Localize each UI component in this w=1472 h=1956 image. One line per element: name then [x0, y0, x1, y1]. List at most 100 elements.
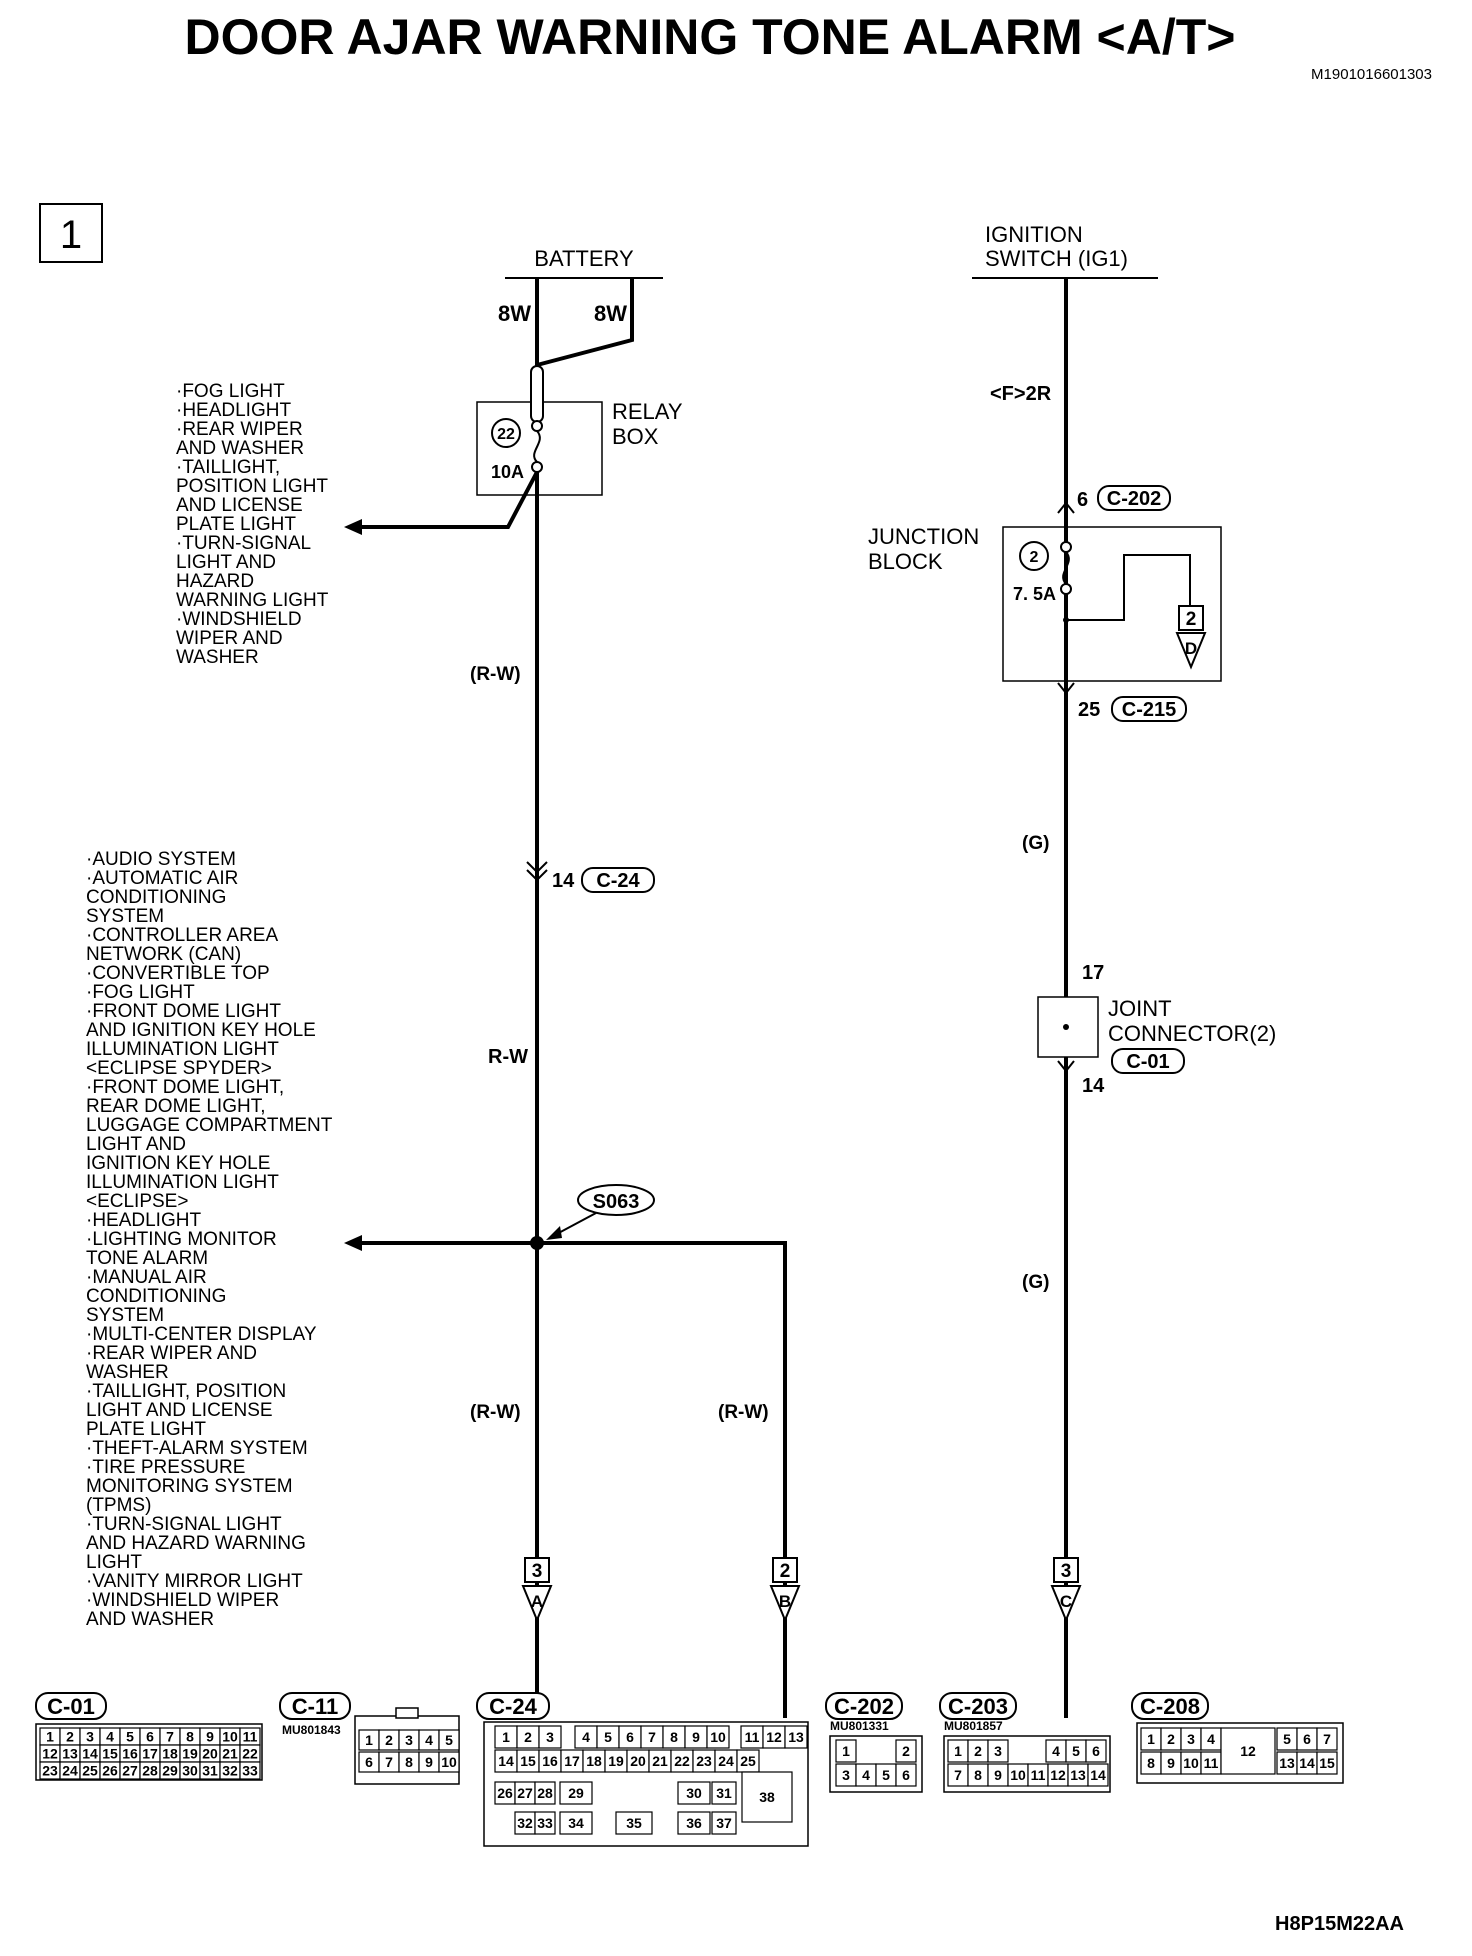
c208-pin-label: 13: [1279, 1755, 1295, 1771]
c24-pin-cell: [677, 1781, 711, 1805]
c24-pin-label: 5: [604, 1729, 612, 1745]
jb-out-pin: 25: [1078, 699, 1100, 721]
c01-pin-label: 14: [82, 1746, 98, 1762]
c11-pin-label: 7: [385, 1754, 393, 1770]
c01-pin-label: 5: [126, 1729, 134, 1745]
c11-pin-label: 2: [385, 1732, 393, 1748]
splice-branch-list: ·AUDIO SYSTEM ·AUTOMATIC AIR CONDITIONIN…: [86, 849, 337, 1630]
c24-pin-cell: [711, 1781, 737, 1805]
c208-pin-cell: [1316, 1751, 1338, 1775]
c208-name: C-208: [1140, 1694, 1200, 1719]
c24-pin-cell: [784, 1725, 808, 1749]
ignition-label-2: SWITCH (IG1): [985, 246, 1128, 271]
output-ref-c: 3 C: [1050, 1557, 1082, 1623]
c208-pin-label: 10: [1183, 1755, 1199, 1771]
jc-connector: C-01: [1126, 1051, 1169, 1073]
c202-pin-cell: [895, 1763, 917, 1787]
c24-junction: 14 C-24: [526, 861, 655, 893]
c208-pin-label: 12: [1240, 1743, 1256, 1759]
c202-pin-label: 1: [842, 1743, 850, 1759]
c208-pin-label: 1: [1147, 1731, 1155, 1747]
junction-block: JUNCTION BLOCK 2 7. 5A 2 D: [868, 524, 1222, 682]
splice-right-branch: [537, 1241, 787, 1718]
jc-label-2: CONNECTOR(2): [1108, 1021, 1276, 1046]
c203-pin-label: 7: [954, 1767, 962, 1783]
document-id: M1901016601303: [1311, 66, 1432, 83]
c01-pin-label: 28: [142, 1763, 158, 1779]
fuse-22-bottom-terminal: [531, 461, 543, 473]
jc-out-pin: 14: [1082, 1075, 1105, 1097]
c24-pin-cell: [677, 1811, 711, 1835]
c01-pin-label: 3: [86, 1729, 94, 1745]
c01-pin-label: 17: [142, 1746, 158, 1762]
output-a-page: 3: [532, 1561, 543, 1582]
c24-pin-label: 34: [568, 1815, 584, 1831]
c01-pin-label: 7: [166, 1729, 174, 1745]
c208-pin-label: 9: [1167, 1755, 1175, 1771]
c24-pin-label: 25: [740, 1753, 756, 1769]
g-color-lower: (G): [1022, 1272, 1049, 1293]
ignition-wire-code: <F>2R: [990, 383, 1052, 405]
jc-label-1: JOINT: [1108, 996, 1172, 1021]
c01-name: C-01: [47, 1694, 95, 1719]
c24-pin-label: 21: [652, 1753, 668, 1769]
relay-box: RELAY BOX 22 10A: [476, 365, 683, 496]
fuse-22-top-terminal: [531, 420, 543, 432]
battery-wire-left: 8W: [498, 301, 531, 326]
c24-pin-cell: [534, 1781, 556, 1805]
footer-code: H8P15M22AA: [1275, 1913, 1404, 1935]
c202-pin-label: 4: [862, 1767, 870, 1783]
fuse-2-number: 2: [1030, 549, 1039, 566]
battery-label: BATTERY: [534, 246, 634, 271]
c24-pin-label: 24: [718, 1753, 734, 1769]
c203-pin-label: 13: [1070, 1767, 1086, 1783]
c203-pin-label: 2: [974, 1743, 982, 1759]
c24-pin-label: 36: [686, 1815, 702, 1831]
c208-pin-label: 14: [1299, 1755, 1315, 1771]
c01-pin-label: 8: [186, 1729, 194, 1745]
rw-color-upper: (R-W): [470, 664, 521, 685]
c11-pin-label: 8: [405, 1754, 413, 1770]
c24-pin-label: 27: [517, 1785, 533, 1801]
relay-box-label-2: BOX: [612, 424, 659, 449]
c24-pin-label: 1: [502, 1729, 510, 1745]
jb-ref-page: 2: [1186, 609, 1197, 630]
c203-pin-label: 6: [1092, 1743, 1100, 1759]
c24-pin-label: 12: [766, 1729, 782, 1745]
c24-pin-label: 35: [626, 1815, 642, 1831]
c24-pin-label: 14: [498, 1753, 514, 1769]
c203-pin-cell: [987, 1739, 1009, 1763]
c24-pin-label: 10: [710, 1729, 726, 1745]
relay-branch-list: ·FOG LIGHT ·HEADLIGHT ·REAR WIPER AND WA…: [176, 381, 333, 668]
c24-pin-cell: [615, 1811, 653, 1835]
c208-pin-label: 5: [1283, 1731, 1291, 1747]
page-number: 1: [60, 213, 82, 257]
jc-in-pin: 17: [1082, 962, 1104, 984]
c208-pin-label: 11: [1204, 1755, 1219, 1771]
c24-pin-label: 18: [586, 1753, 602, 1769]
c208-pin-cell: [1220, 1727, 1276, 1775]
c24-pin: 14: [552, 870, 575, 892]
c11-pin-label: 1: [365, 1732, 373, 1748]
c01-pin-label: 27: [122, 1763, 138, 1779]
ignition-switch: IGNITION SWITCH (IG1): [972, 222, 1158, 279]
c01-pin-label: 20: [202, 1746, 218, 1762]
relay-box-label-1: RELAY: [612, 399, 683, 424]
output-ref-b: 2 B: [769, 1557, 801, 1623]
c24-pin-label: 3: [546, 1729, 554, 1745]
c24-pin-cell: [559, 1781, 593, 1805]
c01-pin-label: 21: [222, 1746, 238, 1762]
jb-ref-letter: D: [1185, 639, 1197, 658]
rw-color-lower-right: (R-W): [718, 1402, 769, 1423]
jb-input-connector: 6 C-202: [1057, 485, 1171, 514]
c24-pin-label: 15: [520, 1753, 536, 1769]
fuse-2-rating: 7. 5A: [1013, 584, 1056, 604]
fusible-link: [530, 365, 544, 423]
c01-pin-label: 2: [66, 1729, 74, 1745]
c203-part: MU801857: [944, 1719, 1003, 1733]
output-c-page: 3: [1061, 1561, 1072, 1582]
c203-name: C-203: [948, 1694, 1008, 1719]
c24-pin-label: 23: [696, 1753, 712, 1769]
